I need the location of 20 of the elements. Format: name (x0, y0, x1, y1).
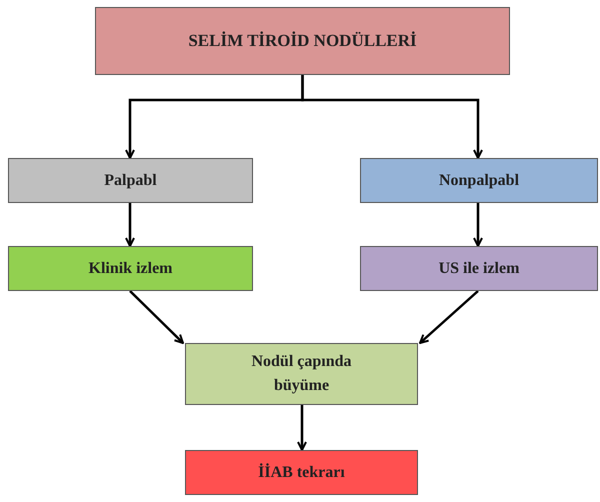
process-box (360, 246, 598, 291)
process-box (8, 246, 253, 291)
box-label: Palpabl (104, 170, 157, 190)
arrow (473, 203, 483, 247)
box-label: Nodül çapında büyüme (250, 352, 353, 396)
process-box (185, 450, 418, 495)
process-box (360, 158, 598, 203)
process-box (185, 343, 418, 405)
arrow (419, 290, 479, 344)
arrow (297, 405, 307, 451)
box-label: İİAB tekrarı (258, 462, 345, 482)
box-label: SELİM TİROİD NODÜLLERİ (188, 30, 417, 52)
arrow (301, 75, 483, 159)
arrow (125, 203, 135, 247)
box-label: Klinik izlem (88, 258, 172, 278)
box-label: US ile izlem (438, 258, 520, 278)
arrow (129, 290, 184, 344)
process-box (8, 158, 253, 203)
process-box (95, 7, 510, 75)
box-label: Nonpalpabl (438, 170, 520, 190)
